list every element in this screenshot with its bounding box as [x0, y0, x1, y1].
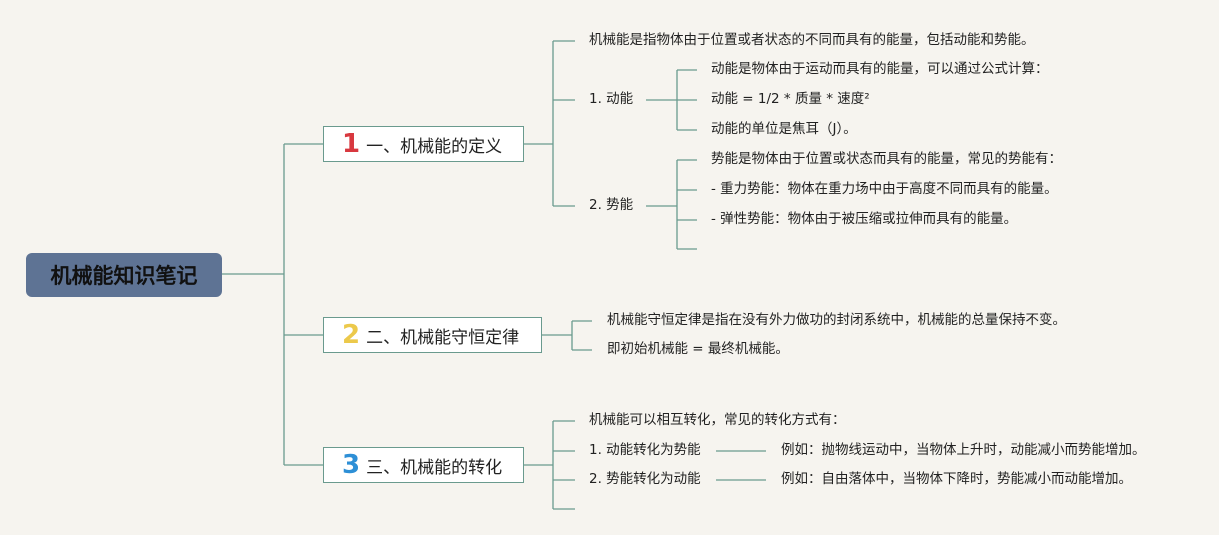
- branch-conservation-law[interactable]: 2 二、机械能守恒定律: [323, 317, 542, 353]
- root-title: 机械能知识笔记: [50, 264, 198, 288]
- conversion-example-2: 例如：自由落体中，当物体下降时，势能减小而动能增加。: [781, 471, 1132, 487]
- potential-item-3: - 弹性势能：物体由于被压缩或拉伸而具有的能量。: [711, 211, 1018, 227]
- conversion-intro: 机械能可以相互转化，常见的转化方式有：: [589, 412, 846, 428]
- kinetic-energy-label: 1. 动能: [589, 91, 634, 107]
- branch-number-1: 1: [342, 129, 361, 159]
- conversion-label-1: 1. 动能转化为势能: [589, 442, 701, 458]
- kinetic-item-3: 动能的单位是焦耳（J）。: [711, 121, 857, 137]
- branch-conversion[interactable]: 3 三、机械能的转化: [323, 447, 524, 483]
- potential-energy-label: 2. 势能: [589, 197, 634, 213]
- conservation-item-2: 即初始机械能 = 最终机械能。: [607, 341, 789, 357]
- potential-item-2: - 重力势能：物体在重力场中由于高度不同而具有的能量。: [711, 181, 1058, 197]
- conversion-example-1: 例如：抛物线运动中，当物体上升时，动能减小而势能增加。: [781, 442, 1146, 458]
- kinetic-item-1: 动能是物体由于运动而具有的能量，可以通过公式计算：: [711, 61, 1049, 77]
- branch-title-definition: 一、机械能的定义: [366, 136, 503, 157]
- definition-text: 机械能是指物体由于位置或者状态的不同而具有的能量，包括动能和势能。: [589, 32, 1035, 48]
- conversion-label-2: 2. 势能转化为动能: [589, 471, 701, 487]
- branch-number-3: 3: [342, 450, 361, 480]
- kinetic-item-2: 动能 = 1/2 * 质量 * 速度²: [711, 91, 870, 107]
- branch-title-conversion: 三、机械能的转化: [366, 457, 503, 478]
- branch-title-conservation: 二、机械能守恒定律: [366, 327, 520, 348]
- potential-item-1: 势能是物体由于位置或状态而具有的能量，常见的势能有：: [711, 151, 1062, 167]
- branch-number-2: 2: [342, 320, 361, 350]
- root-node[interactable]: 机械能知识笔记: [26, 253, 222, 297]
- conservation-item-1: 机械能守恒定律是指在没有外力做功的封闭系统中，机械能的总量保持不变。: [607, 312, 1066, 328]
- branch-definition[interactable]: 1 一、机械能的定义: [323, 126, 524, 162]
